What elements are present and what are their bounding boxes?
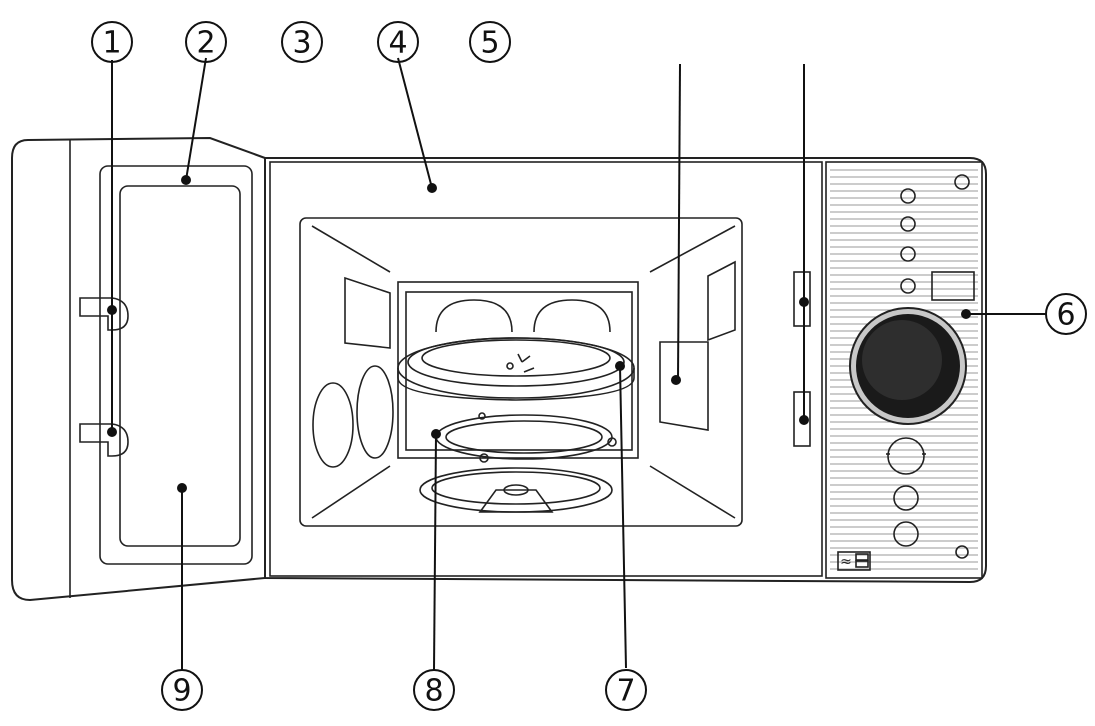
leader-2 <box>185 57 207 181</box>
callout-1-label: 1 <box>102 26 121 61</box>
door-window <box>119 185 241 547</box>
callout-3: 3 <box>281 21 323 63</box>
leader-8 <box>433 433 437 671</box>
rating-label: ≈ <box>837 551 871 571</box>
callout-2: 2 <box>185 21 227 63</box>
control-panel-parts: ≈ <box>837 174 975 571</box>
power-dial[interactable] <box>886 437 926 475</box>
left-wall-plate <box>344 276 391 349</box>
interlock-slot-upper <box>793 271 811 327</box>
waveguide-cover <box>659 341 709 431</box>
rating-symbol: ≈ <box>840 554 852 570</box>
callout-8: 8 <box>413 669 455 711</box>
cabinet <box>264 157 987 584</box>
callout-7: 7 <box>605 669 647 711</box>
timer-knob[interactable] <box>849 307 967 425</box>
leader-4 <box>397 57 433 189</box>
door <box>11 136 266 602</box>
callout-4-label: 4 <box>388 26 407 61</box>
callout-6-label: 6 <box>1056 298 1075 333</box>
interlock-slot-lower <box>793 391 811 447</box>
glass-tray <box>397 337 635 401</box>
callout-7-label: 7 <box>616 674 635 709</box>
oven-cavity <box>299 217 743 527</box>
callout-9: 9 <box>161 669 203 711</box>
coupler <box>419 467 613 513</box>
leader-lines <box>111 57 1046 671</box>
callout-4: 4 <box>377 21 419 63</box>
callout-5-label: 5 <box>480 26 499 61</box>
leader-dots <box>107 175 971 493</box>
callout-5: 5 <box>469 21 511 63</box>
callout-8-label: 8 <box>424 674 443 709</box>
callout-9-label: 9 <box>172 674 191 709</box>
callout-2-label: 2 <box>196 26 215 61</box>
callout-6: 6 <box>1045 293 1087 335</box>
callout-3-label: 3 <box>292 26 311 61</box>
door-latch-lower <box>79 423 129 457</box>
leader-7 <box>619 365 627 669</box>
display-window <box>931 271 975 301</box>
callout-1: 1 <box>91 21 133 63</box>
leader-waveguide <box>677 63 681 381</box>
